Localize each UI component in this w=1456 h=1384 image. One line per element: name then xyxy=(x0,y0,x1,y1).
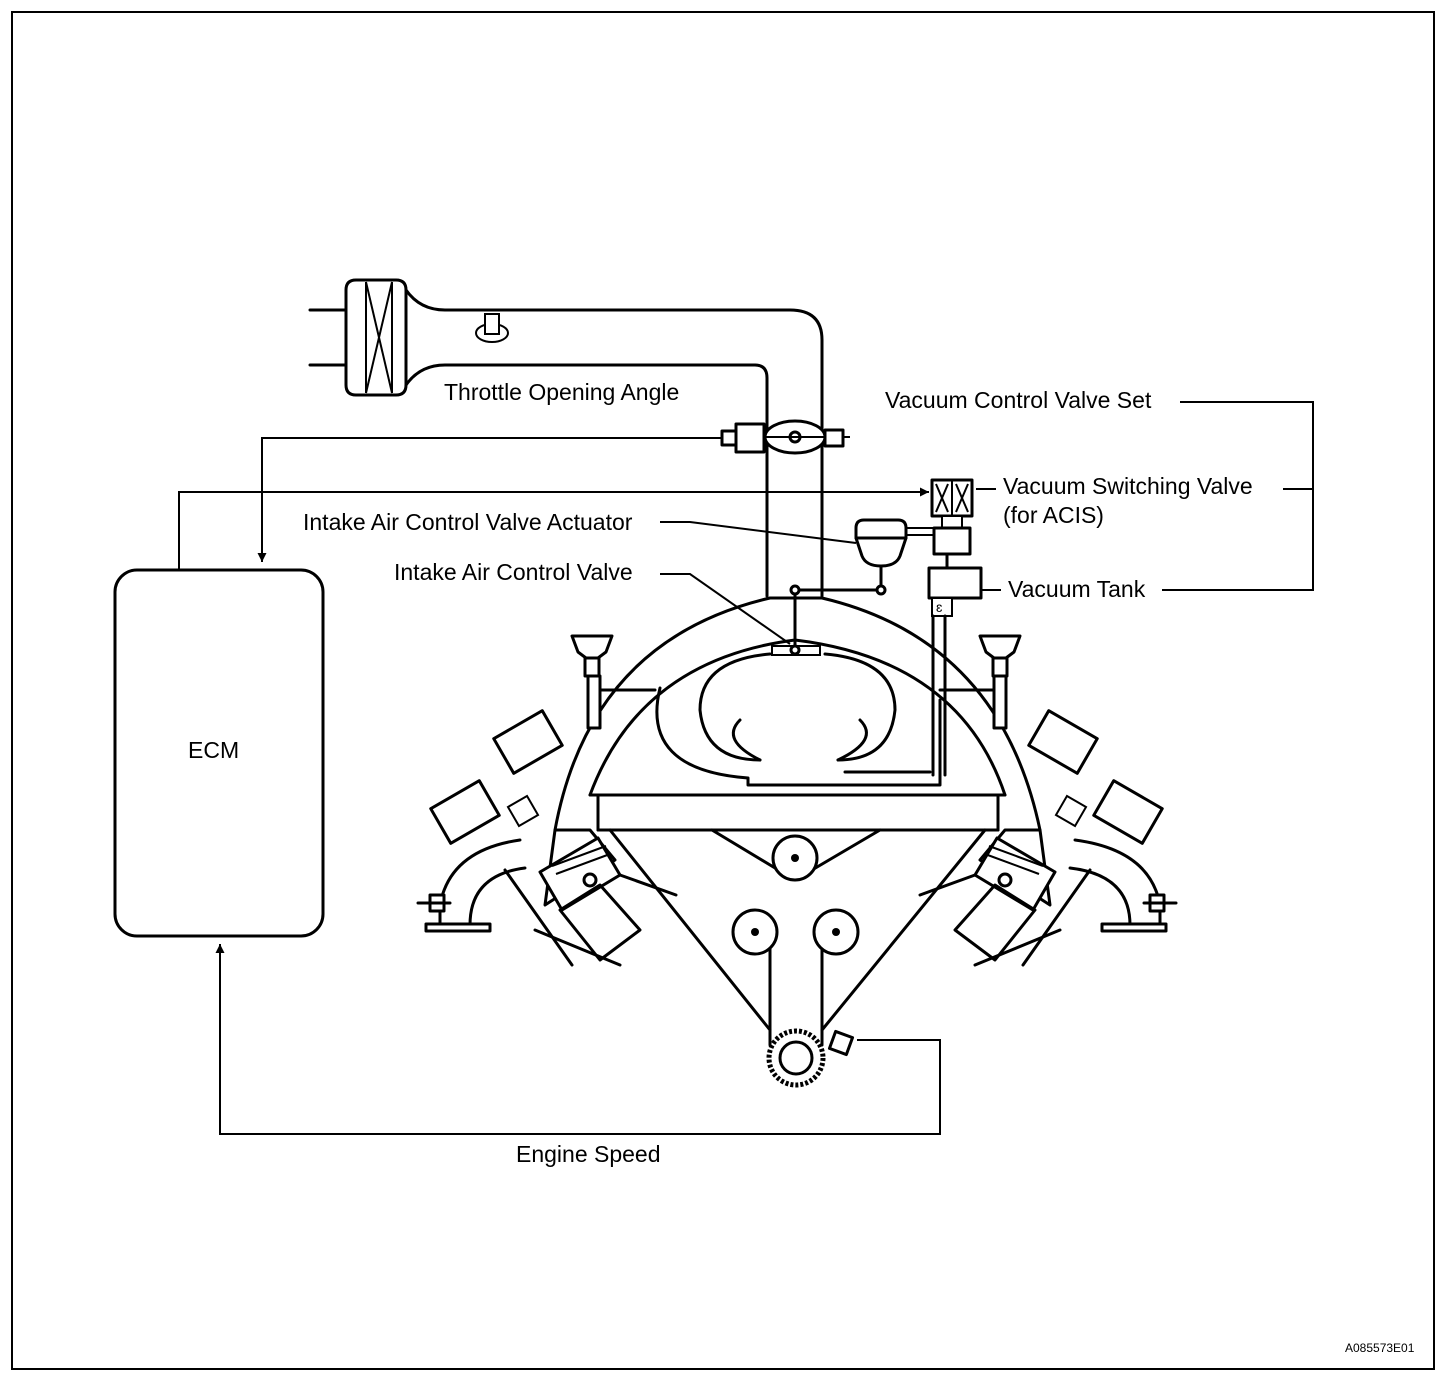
throttle-opening-angle-label: Throttle Opening Angle xyxy=(444,379,679,405)
throttle-signal-line xyxy=(257,437,722,562)
left-bank xyxy=(416,634,678,967)
vacuum-control-valve-set-label: Vacuum Control Valve Set xyxy=(885,387,1152,413)
air-intake-duct xyxy=(308,278,824,432)
intake-manifold xyxy=(553,584,1042,1047)
engine-speed-line xyxy=(215,944,941,1135)
ecm-box xyxy=(113,568,325,938)
intake-air-control-valve-actuator xyxy=(854,518,934,592)
vacuum-tank-label: Vacuum Tank xyxy=(1008,576,1146,602)
vacuum-switching-valve-sublabel: (for ACIS) xyxy=(1003,502,1104,528)
svg-text:ɛ: ɛ xyxy=(936,599,943,615)
vacuum-switching-valve xyxy=(930,478,974,556)
intake-air-control-valve-actuator-label: Intake Air Control Valve Actuator xyxy=(303,509,633,535)
engine-speed-label: Engine Speed xyxy=(516,1141,661,1167)
right-bank xyxy=(918,634,1178,967)
valve-set-bracket xyxy=(1162,401,1314,591)
vacuum-tank: ɛ xyxy=(927,552,983,777)
crankshaft-gear xyxy=(766,1028,855,1088)
actuator-leader xyxy=(660,521,857,544)
figure-frame xyxy=(11,11,1435,1370)
figure-code: A085573E01 xyxy=(1345,1341,1415,1355)
ecm-label: ECM xyxy=(188,737,239,763)
vacuum-switching-valve-label: Vacuum Switching Valve xyxy=(1003,473,1253,499)
vsv-control-line xyxy=(178,487,929,570)
valve-leader xyxy=(660,573,791,645)
intake-air-control-valve-label: Intake Air Control Valve xyxy=(394,559,633,585)
throttle-body xyxy=(720,419,850,598)
